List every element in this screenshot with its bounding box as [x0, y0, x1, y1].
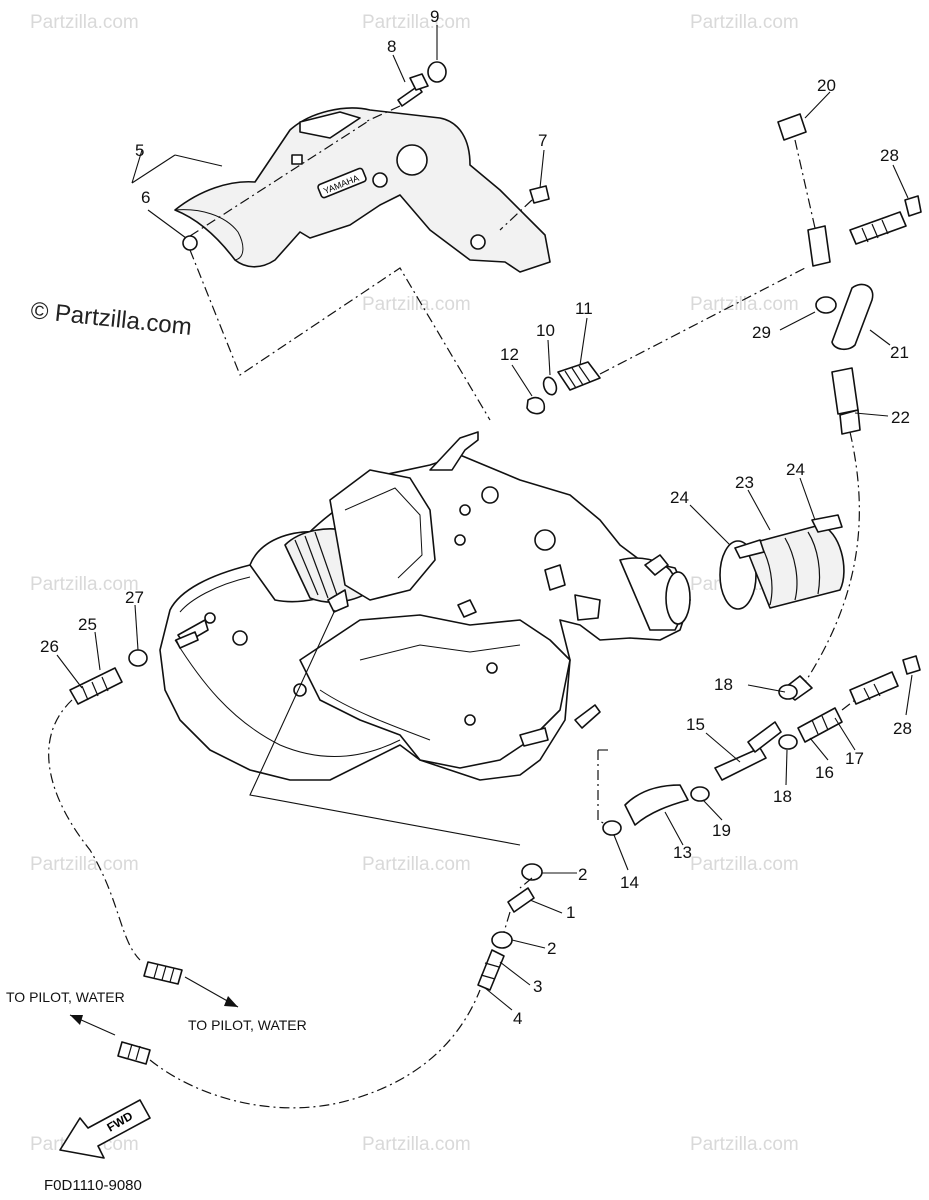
- callout-18-upper: 18: [714, 675, 733, 694]
- figure-code: F0D1110-9080: [44, 1177, 142, 1194]
- callout-15: 15: [686, 715, 705, 734]
- callout-18-lower: 18: [773, 787, 792, 806]
- note-to-pilot-water-left: TO PILOT, WATER: [6, 989, 125, 1005]
- callout-24-left: 24: [670, 488, 689, 507]
- partzilla-watermark: © Partzilla.com: [29, 297, 193, 341]
- callout-14: 14: [620, 873, 639, 892]
- watermark: Partzilla.com: [690, 294, 799, 315]
- arrow-right: [184, 976, 239, 1008]
- pilot-hose-upper: [143, 961, 183, 985]
- callout-22: 22: [891, 408, 910, 427]
- hose-3: [477, 949, 505, 991]
- callout-7: 7: [538, 131, 547, 150]
- clamp-19: [690, 786, 710, 802]
- clamp-27: [128, 649, 148, 667]
- callout-20: 20: [817, 76, 836, 95]
- watermark: Partzilla.com: [362, 12, 471, 33]
- watermark: Partzilla.com: [362, 294, 471, 315]
- watermark: Partzilla.com: [690, 1134, 799, 1155]
- watermark: Partzilla.com: [30, 574, 139, 595]
- callout-12: 12: [500, 345, 519, 364]
- clamp-18-upper: [778, 684, 798, 700]
- callout-11: 11: [575, 299, 593, 318]
- clip-7: [529, 185, 550, 204]
- hose-26: [69, 667, 123, 705]
- callout-26: 26: [40, 637, 59, 656]
- callout-17: 17: [845, 749, 864, 768]
- hose-28-lower: [849, 655, 921, 705]
- hose-28-upper: [849, 195, 922, 245]
- nut-29: [815, 296, 837, 314]
- callouts: 1 2 2 3 4 5 6 7 8 9 10 11 12 13 14 15 16…: [40, 7, 912, 1028]
- callout-24-right: 24: [786, 460, 805, 479]
- callout-23: 23: [735, 473, 754, 492]
- callout-4: 4: [513, 1009, 522, 1028]
- watermark: Partzilla.com: [362, 1134, 471, 1155]
- watermark: Partzilla.com: [362, 854, 471, 875]
- pilot-hose-lower: [117, 1041, 151, 1065]
- hose-11: [557, 361, 601, 391]
- exhaust-manifold: [159, 431, 691, 781]
- watermark: Partzilla.com: [690, 854, 799, 875]
- joint-10: [542, 376, 558, 396]
- callout-1: 1: [566, 903, 575, 922]
- callout-25: 25: [78, 615, 97, 634]
- fitting-21: [831, 283, 874, 351]
- callout-2-upper: 2: [578, 865, 587, 884]
- clamp-12: [526, 396, 546, 415]
- clamp-18-lower: [778, 734, 798, 750]
- fitting-25: [175, 631, 199, 649]
- callout-28-upper: 28: [880, 146, 899, 165]
- leader-lines: [56, 25, 913, 1011]
- hose-13: [624, 784, 689, 826]
- watermark: Partzilla.com: [690, 12, 799, 33]
- callout-19: 19: [712, 821, 731, 840]
- cap-9: [427, 61, 447, 83]
- arrow-left: [69, 1014, 116, 1036]
- callout-10: 10: [536, 321, 555, 340]
- clamp-2-lower: [491, 931, 513, 949]
- callout-9: 9: [430, 7, 439, 26]
- watermark: Partzilla.com: [30, 12, 139, 33]
- rubber-joint-23: [719, 514, 845, 610]
- bolt-8: [364, 73, 429, 123]
- watermark: Partzilla.com: [30, 854, 139, 875]
- clamp-14: [602, 820, 622, 836]
- clamp-2-upper: [521, 863, 543, 881]
- callout-21: 21: [890, 343, 909, 362]
- callout-2-lower: 2: [547, 939, 556, 958]
- callout-29: 29: [752, 323, 771, 342]
- o-ring-6: [182, 235, 198, 251]
- joint-1: [507, 887, 535, 913]
- hose-16: [797, 707, 843, 743]
- callout-13: 13: [673, 843, 692, 862]
- fitting-20: [777, 113, 831, 267]
- callout-8: 8: [387, 37, 396, 56]
- tee-15: [714, 721, 782, 781]
- callout-28-lower: 28: [893, 719, 912, 738]
- hose-22: [781, 367, 861, 701]
- exhaust-cover: YAMAHA: [174, 107, 551, 273]
- note-to-pilot-water-right: TO PILOT, WATER: [188, 1017, 307, 1033]
- callout-16: 16: [815, 763, 834, 782]
- callout-5: 5: [135, 141, 144, 160]
- callout-27: 27: [125, 588, 144, 607]
- callout-6: 6: [141, 188, 150, 207]
- callout-3: 3: [533, 977, 542, 996]
